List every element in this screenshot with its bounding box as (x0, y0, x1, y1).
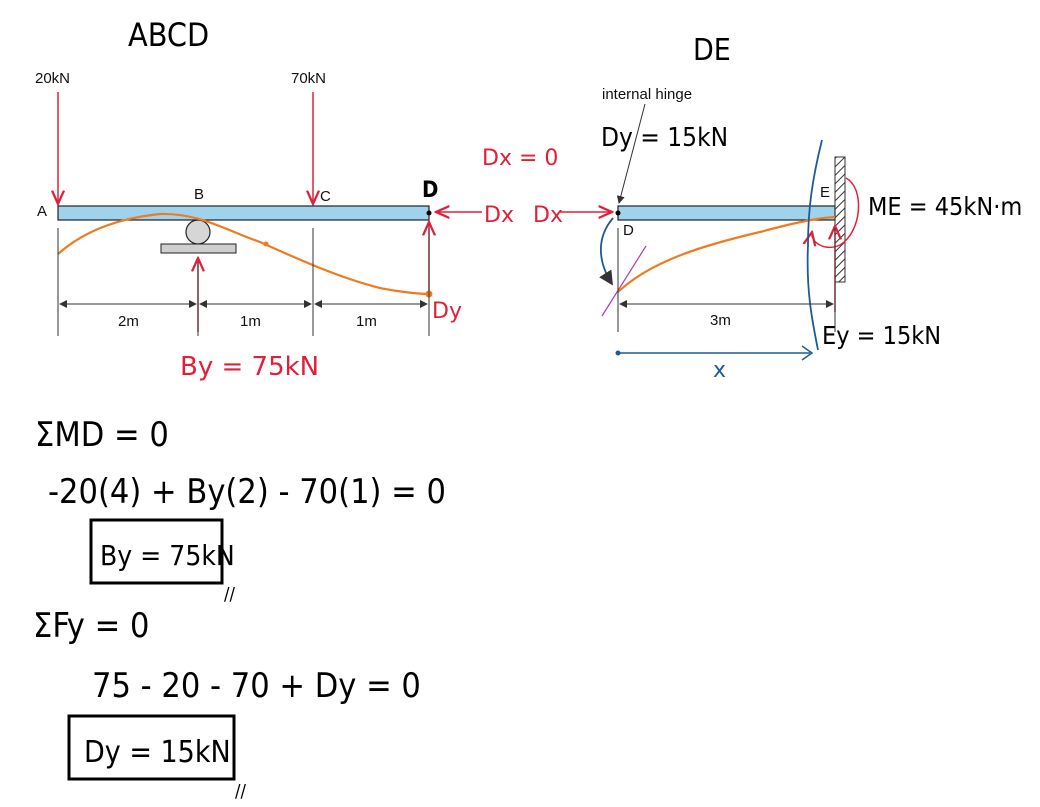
load-c-label: 70kN (291, 70, 326, 87)
x-measure-origin (615, 350, 621, 356)
hinge-note: internal hinge (602, 86, 692, 103)
title-abcd: ABCD (128, 16, 209, 54)
label-e-de: E (820, 184, 830, 201)
eq-by-result: By = 75kN (100, 539, 235, 572)
hinge-pointer (616, 103, 646, 204)
hinge-d-dot (426, 210, 432, 216)
eq-sum-md: ΣMD = 0 (35, 415, 169, 455)
hinge-d-de (615, 210, 621, 216)
fixed-wall-e (834, 156, 846, 283)
roller-support-b (185, 219, 211, 245)
check-mark-by: // (224, 584, 235, 605)
title-de: DE (693, 33, 731, 68)
deflection-curve-de (617, 215, 836, 293)
span-cd-label: 1m (356, 313, 377, 330)
eq-moment: -20(4) + By(2) - 70(1) = 0 (48, 472, 446, 512)
load-a-label: 20kN (35, 70, 70, 87)
roller-base-b (160, 243, 237, 254)
beam-de (617, 205, 836, 221)
label-b: B (194, 186, 204, 203)
span-ab-label: 2m (118, 313, 139, 330)
equations-group: ΣMD = 0 -20(4) + By(2) - 70(1) = 0 By = … (33, 415, 446, 802)
eq-sum-fy: ΣFy = 0 (33, 606, 149, 646)
label-c: C (320, 188, 331, 205)
moment-arrow-e (812, 177, 860, 249)
dx-zero-label: Dx = 0 (482, 146, 558, 171)
eq-force: 75 - 20 - 70 + Dy = 0 (92, 666, 421, 706)
span-bc-label: 1m (240, 313, 261, 330)
dy-value-de: Dy = 15kN (601, 123, 728, 153)
dx-label-abcd: Dx (484, 203, 514, 228)
beam-abcd-group: 20kN 70kN A B C D By = 75kN Dx Dx = 0 Dy (35, 70, 558, 382)
moment-e-label: ME = 45kN·m (868, 192, 1022, 221)
eq-dy-result: Dy = 15kN (84, 735, 231, 770)
label-d-de: D (623, 222, 634, 239)
section-cut-line (806, 139, 823, 351)
dy-result-box (67, 714, 236, 781)
x-measure-arrow (801, 345, 814, 361)
check-mark-dy: // (235, 781, 246, 802)
dx-label-de: Dx (533, 203, 563, 228)
span-de-label: 3m (710, 312, 731, 329)
label-d: D (422, 178, 438, 203)
dy-label-abcd: Dy (432, 299, 462, 324)
beam-de-group: internal hinge Dy = 15kN D E Dx ME = 45k… (533, 86, 1022, 383)
deflection-curve-abcd (57, 212, 430, 296)
deflection-point-marker (263, 241, 269, 247)
label-a: A (37, 203, 47, 220)
reaction-ey-label: Ey = 15kN (822, 321, 941, 350)
slope-tangent-d (601, 245, 647, 317)
rotation-arrow-d (599, 217, 614, 286)
reaction-by-label: By = 75kN (180, 352, 319, 382)
by-result-box (89, 518, 224, 585)
beam-abcd (57, 205, 430, 221)
x-label: x (713, 358, 726, 383)
